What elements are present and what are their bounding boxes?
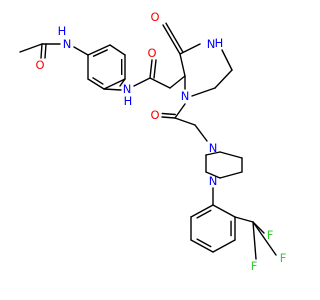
bond [194, 124, 208, 142]
atom-ring-h: H [215, 36, 224, 50]
bond [205, 151, 221, 156]
atom-fluorine-3: F [280, 251, 287, 265]
atom-labels: O H N N H O N H O N O N N F F F [35, 10, 286, 273]
atom-acetamide-h: H [58, 24, 67, 38]
bond [40, 43, 43, 59]
atom-acetamide-o: O [35, 58, 44, 72]
bond [190, 239, 214, 253]
bond [165, 22, 184, 53]
atom-ring-n-top: N [207, 37, 216, 51]
bond [133, 77, 151, 87]
bond [92, 77, 104, 85]
atom-piperazine-n-top: N [209, 141, 218, 155]
bond [149, 77, 171, 89]
bond [234, 216, 254, 223]
atom-fluorine-1: F [267, 228, 274, 242]
molecule-structure: O H N N H O N H O N O N N F F F [19, 10, 286, 273]
bond [252, 221, 277, 256]
bond [191, 87, 216, 97]
bond [161, 116, 176, 119]
bond [212, 204, 236, 218]
bond [92, 49, 108, 57]
bond [196, 238, 212, 248]
bond [252, 221, 257, 260]
bond [119, 78, 126, 87]
bond [73, 46, 89, 56]
bond [153, 59, 157, 79]
bond [205, 171, 221, 179]
atom-acyl-o: O [150, 108, 159, 122]
bond [169, 75, 186, 89]
bond [221, 49, 233, 71]
bond [174, 103, 186, 119]
atom-ring-o: O [150, 10, 159, 24]
bond [162, 24, 181, 55]
bond [174, 117, 196, 126]
bond [212, 239, 236, 253]
bond [19, 43, 43, 53]
atom-fluorine-2: F [251, 259, 258, 273]
bond [161, 112, 176, 116]
bond [109, 44, 126, 56]
bond [149, 59, 153, 79]
atom-amide-n: N [123, 82, 132, 96]
atom-ring-n-bottom: N [181, 89, 190, 103]
atom-amide-h: H [124, 94, 133, 108]
bond [87, 78, 105, 90]
bond [190, 204, 214, 218]
bond [103, 78, 126, 90]
bond-lines [19, 22, 277, 260]
bond [103, 88, 122, 91]
atom-amide-o: O [147, 46, 156, 60]
atom-acetamide-n: N [63, 37, 72, 51]
bond [44, 43, 47, 59]
bond [179, 53, 186, 77]
bond [219, 151, 243, 159]
bond [196, 209, 212, 219]
bond [214, 69, 233, 89]
atom-piperazine-n-bottom: N [209, 174, 218, 188]
bond [219, 171, 243, 179]
bond [87, 44, 111, 56]
